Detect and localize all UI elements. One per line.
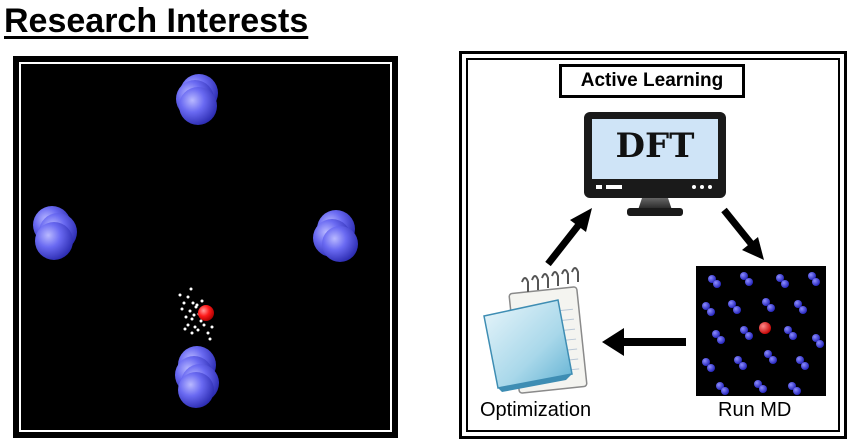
optimization-label: Optimization	[480, 399, 592, 421]
panel-inner-frame	[466, 58, 840, 432]
panel-inner-border	[19, 62, 392, 432]
page-title: Research Interests	[4, 2, 309, 40]
md-red-atom	[759, 322, 771, 334]
red-atom	[198, 305, 214, 321]
md-snapshot-image	[696, 266, 826, 396]
computer-monitor-icon	[584, 112, 726, 216]
active-learning-label: Active Learning	[559, 64, 745, 98]
arrow-md-to-opt	[602, 328, 686, 356]
dft-label: DFT	[615, 126, 695, 166]
arrow-dft-to-md	[721, 207, 764, 260]
arrow-opt-to-dft	[545, 208, 592, 267]
active-learning-diagram	[483, 112, 826, 396]
trajectory-visualization	[33, 74, 358, 408]
atom-cluster-right	[313, 210, 358, 262]
active-learning-panel: Active Learning DFT Optimization Run MD	[459, 51, 847, 439]
atom-cluster-top	[176, 74, 218, 125]
atom-cluster-left	[33, 206, 77, 260]
notepad-icon	[483, 267, 588, 394]
md-trajectory-panel	[13, 56, 398, 438]
atom-cluster-bottom	[175, 346, 219, 408]
trajectory-dots	[178, 287, 214, 341]
run-md-label: Run MD	[718, 399, 792, 421]
